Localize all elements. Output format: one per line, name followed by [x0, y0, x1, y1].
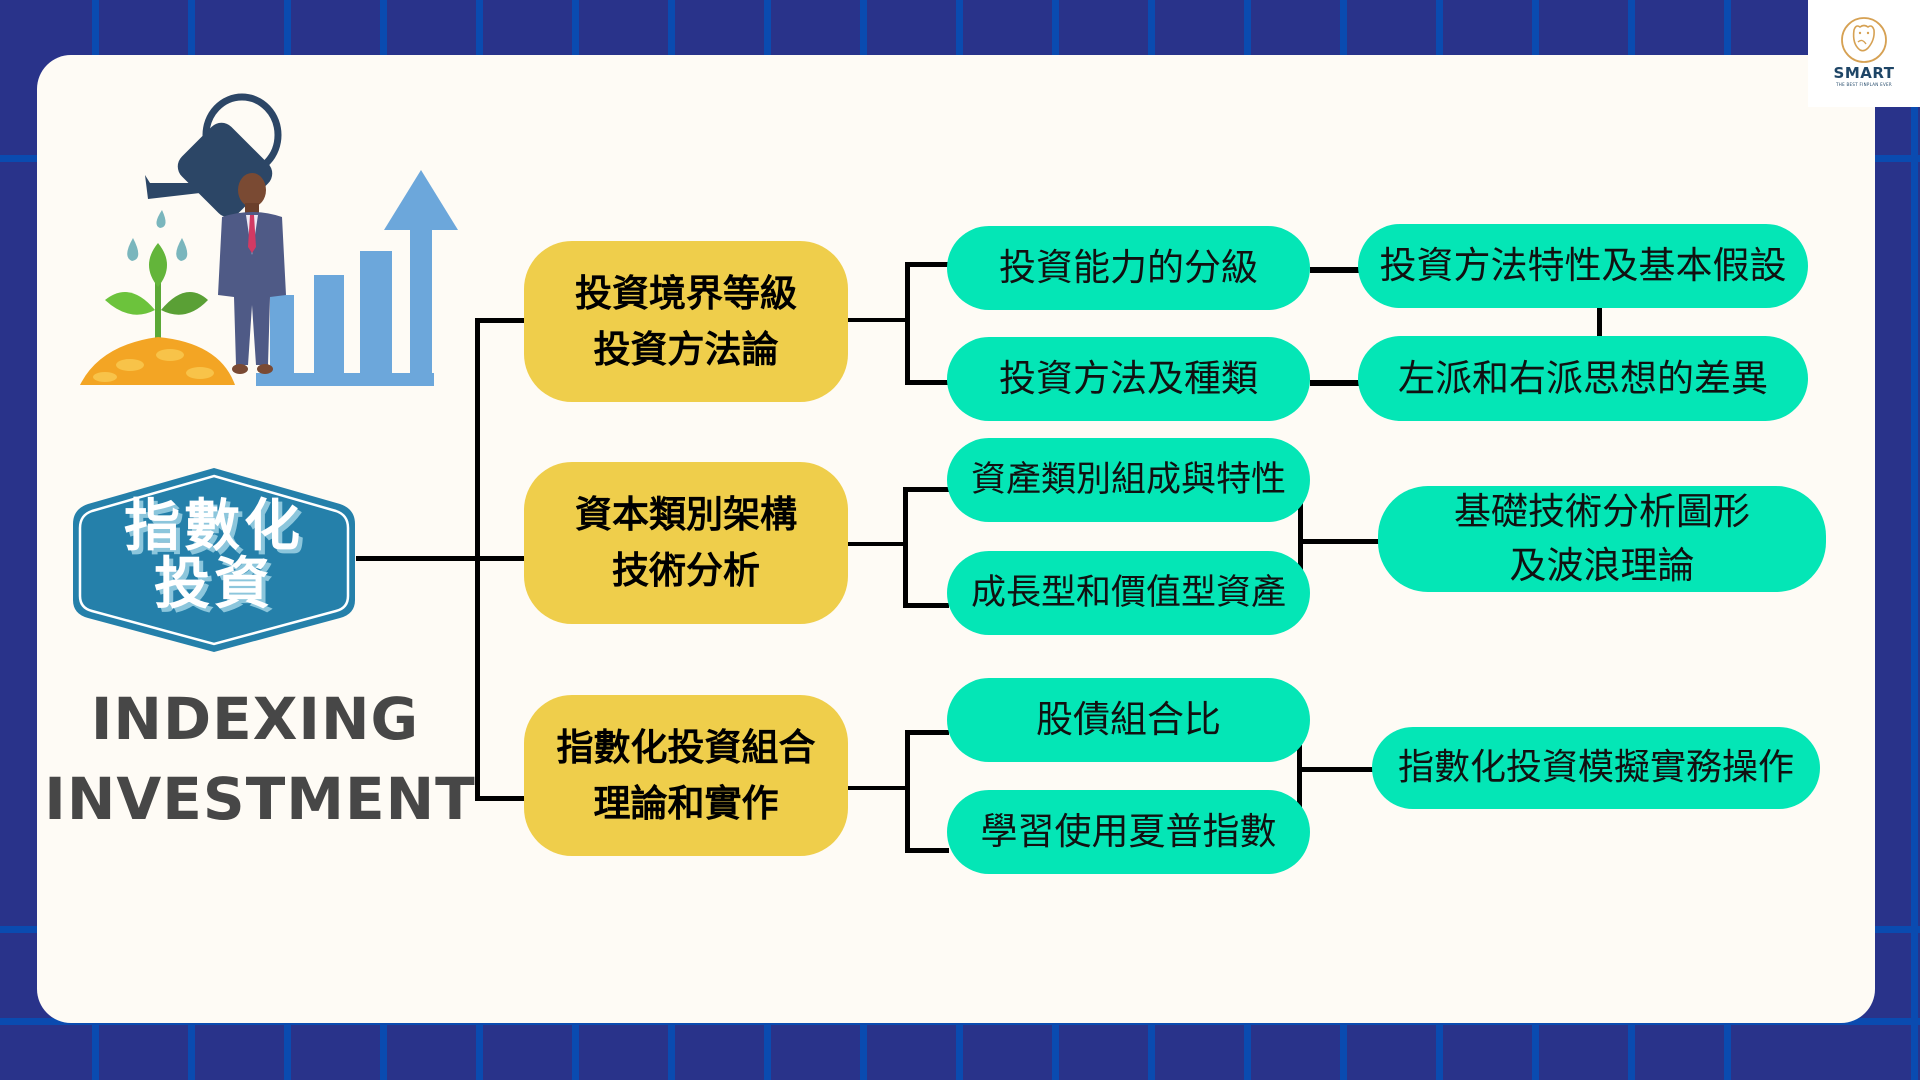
- branch-node-investment-methodology[interactable]: 投資境界等級 投資方法論: [524, 241, 848, 402]
- logo-tagline: THE BEST FINPLAN EVER: [1836, 82, 1892, 87]
- outcome-label: 基礎技術分析圖形: [1454, 490, 1750, 533]
- outcome-node[interactable]: 左派和右派思想的差異: [1358, 336, 1808, 421]
- businessman-icon: [218, 173, 286, 374]
- branch-node-capital-structure[interactable]: 資本類別架構 技術分析: [524, 462, 848, 624]
- english-title-line-2: INVESTMENT: [44, 765, 476, 833]
- root-label-line-1: 指數化: [124, 494, 304, 559]
- topic-node[interactable]: 投資方法及種類: [947, 337, 1310, 421]
- topic-label: 股債組合比: [1036, 698, 1221, 741]
- owl-icon: [1841, 17, 1887, 63]
- topic-label: 資產類別組成與特性: [970, 460, 1286, 500]
- coins-icon: [80, 337, 235, 385]
- topic-node[interactable]: 投資能力的分級: [947, 226, 1310, 310]
- branch-label-line: 資本類別架構: [575, 493, 797, 536]
- branch-label-line: 投資境界等級: [575, 271, 797, 315]
- branch-label-line: 投資方法論: [593, 327, 779, 371]
- topic-label: 學習使用夏普指數: [980, 810, 1277, 853]
- hexagon-badge: [73, 468, 355, 652]
- smart-logo: SMART THE BEST FINPLAN EVER: [1808, 0, 1920, 107]
- water-drops-icon: [127, 210, 188, 261]
- root-node: 指數化 投資: [70, 462, 358, 657]
- outcome-node[interactable]: 基礎技術分析圖形 及波浪理論: [1378, 486, 1826, 592]
- topic-node[interactable]: 資產類別組成與特性: [947, 438, 1310, 522]
- outcome-node[interactable]: 投資方法特性及基本假設: [1358, 224, 1808, 308]
- outcome-label: 及波浪理論: [1509, 544, 1695, 587]
- topic-node[interactable]: 學習使用夏普指數: [947, 790, 1310, 874]
- topic-label: 投資方法及種類: [999, 357, 1258, 400]
- growth-illustration: [80, 93, 458, 386]
- branch-node-index-portfolio[interactable]: 指數化投資組合 理論和實作: [524, 695, 848, 856]
- english-title-line-1: INDEXING: [90, 685, 420, 753]
- plant-icon: [105, 243, 208, 345]
- root-label-line-2: 投資: [154, 552, 274, 617]
- topic-label: 成長型和價值型資產: [970, 573, 1286, 613]
- branch-label-line: 指數化投資組合: [556, 725, 816, 769]
- topic-node[interactable]: 成長型和價值型資產: [947, 551, 1310, 635]
- outcome-label: 指數化投資模擬實務操作: [1397, 747, 1794, 788]
- topic-node[interactable]: 股債組合比: [947, 678, 1310, 762]
- branch-label-line: 理論和實作: [593, 781, 779, 825]
- branch-label-line: 技術分析: [612, 549, 760, 592]
- outcome-node[interactable]: 指數化投資模擬實務操作: [1372, 727, 1820, 809]
- bar-chart-icon: [256, 170, 458, 386]
- outcome-label: 左派和右派思想的差異: [1398, 356, 1768, 400]
- outcome-label: 投資方法特性及基本假設: [1379, 244, 1787, 287]
- topic-label: 投資能力的分級: [999, 246, 1258, 289]
- logo-name: SMART: [1833, 64, 1895, 82]
